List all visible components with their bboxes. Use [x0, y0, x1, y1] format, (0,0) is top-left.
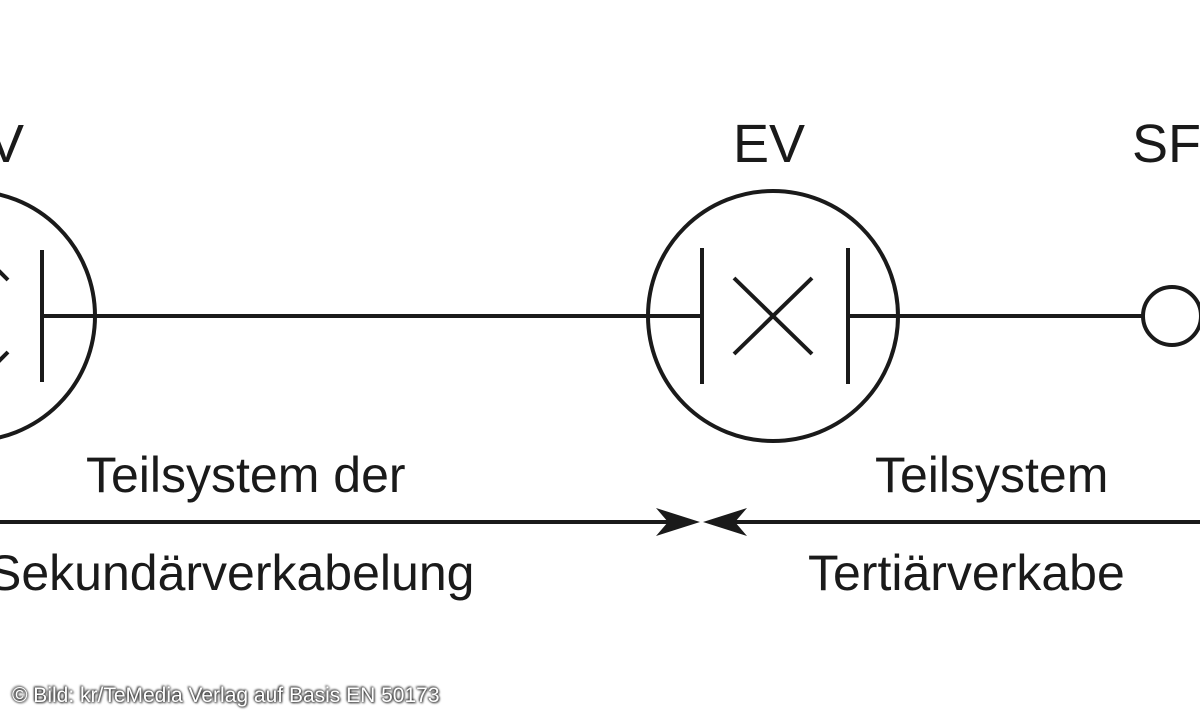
- sf-socket-circle: [1141, 285, 1200, 347]
- left-node-label: V: [0, 114, 24, 174]
- secondary-span-arrow: [0, 508, 700, 536]
- tertiary-section-label-line1: Teilsystem: [875, 447, 1108, 503]
- image-credit: © Bild: kr/TeMedia Verlag auf Basis EN 5…: [12, 684, 440, 707]
- left-distributor-cross-stroke: [0, 269, 10, 282]
- ev-cross-stroke: [732, 276, 814, 356]
- tertiary-section-label-line2: Tertiärverkabe: [808, 545, 1125, 601]
- right-node-label: SF: [1132, 114, 1200, 174]
- middle-node-label: EV: [733, 114, 805, 174]
- tertiary-span-arrow: [703, 508, 1200, 536]
- left-distributor-cross-stroke: [0, 350, 10, 363]
- secondary-section-label-line2: Sekundärverkabelung: [0, 545, 474, 601]
- secondary-section-label-line1: Teilsystem der: [86, 447, 406, 503]
